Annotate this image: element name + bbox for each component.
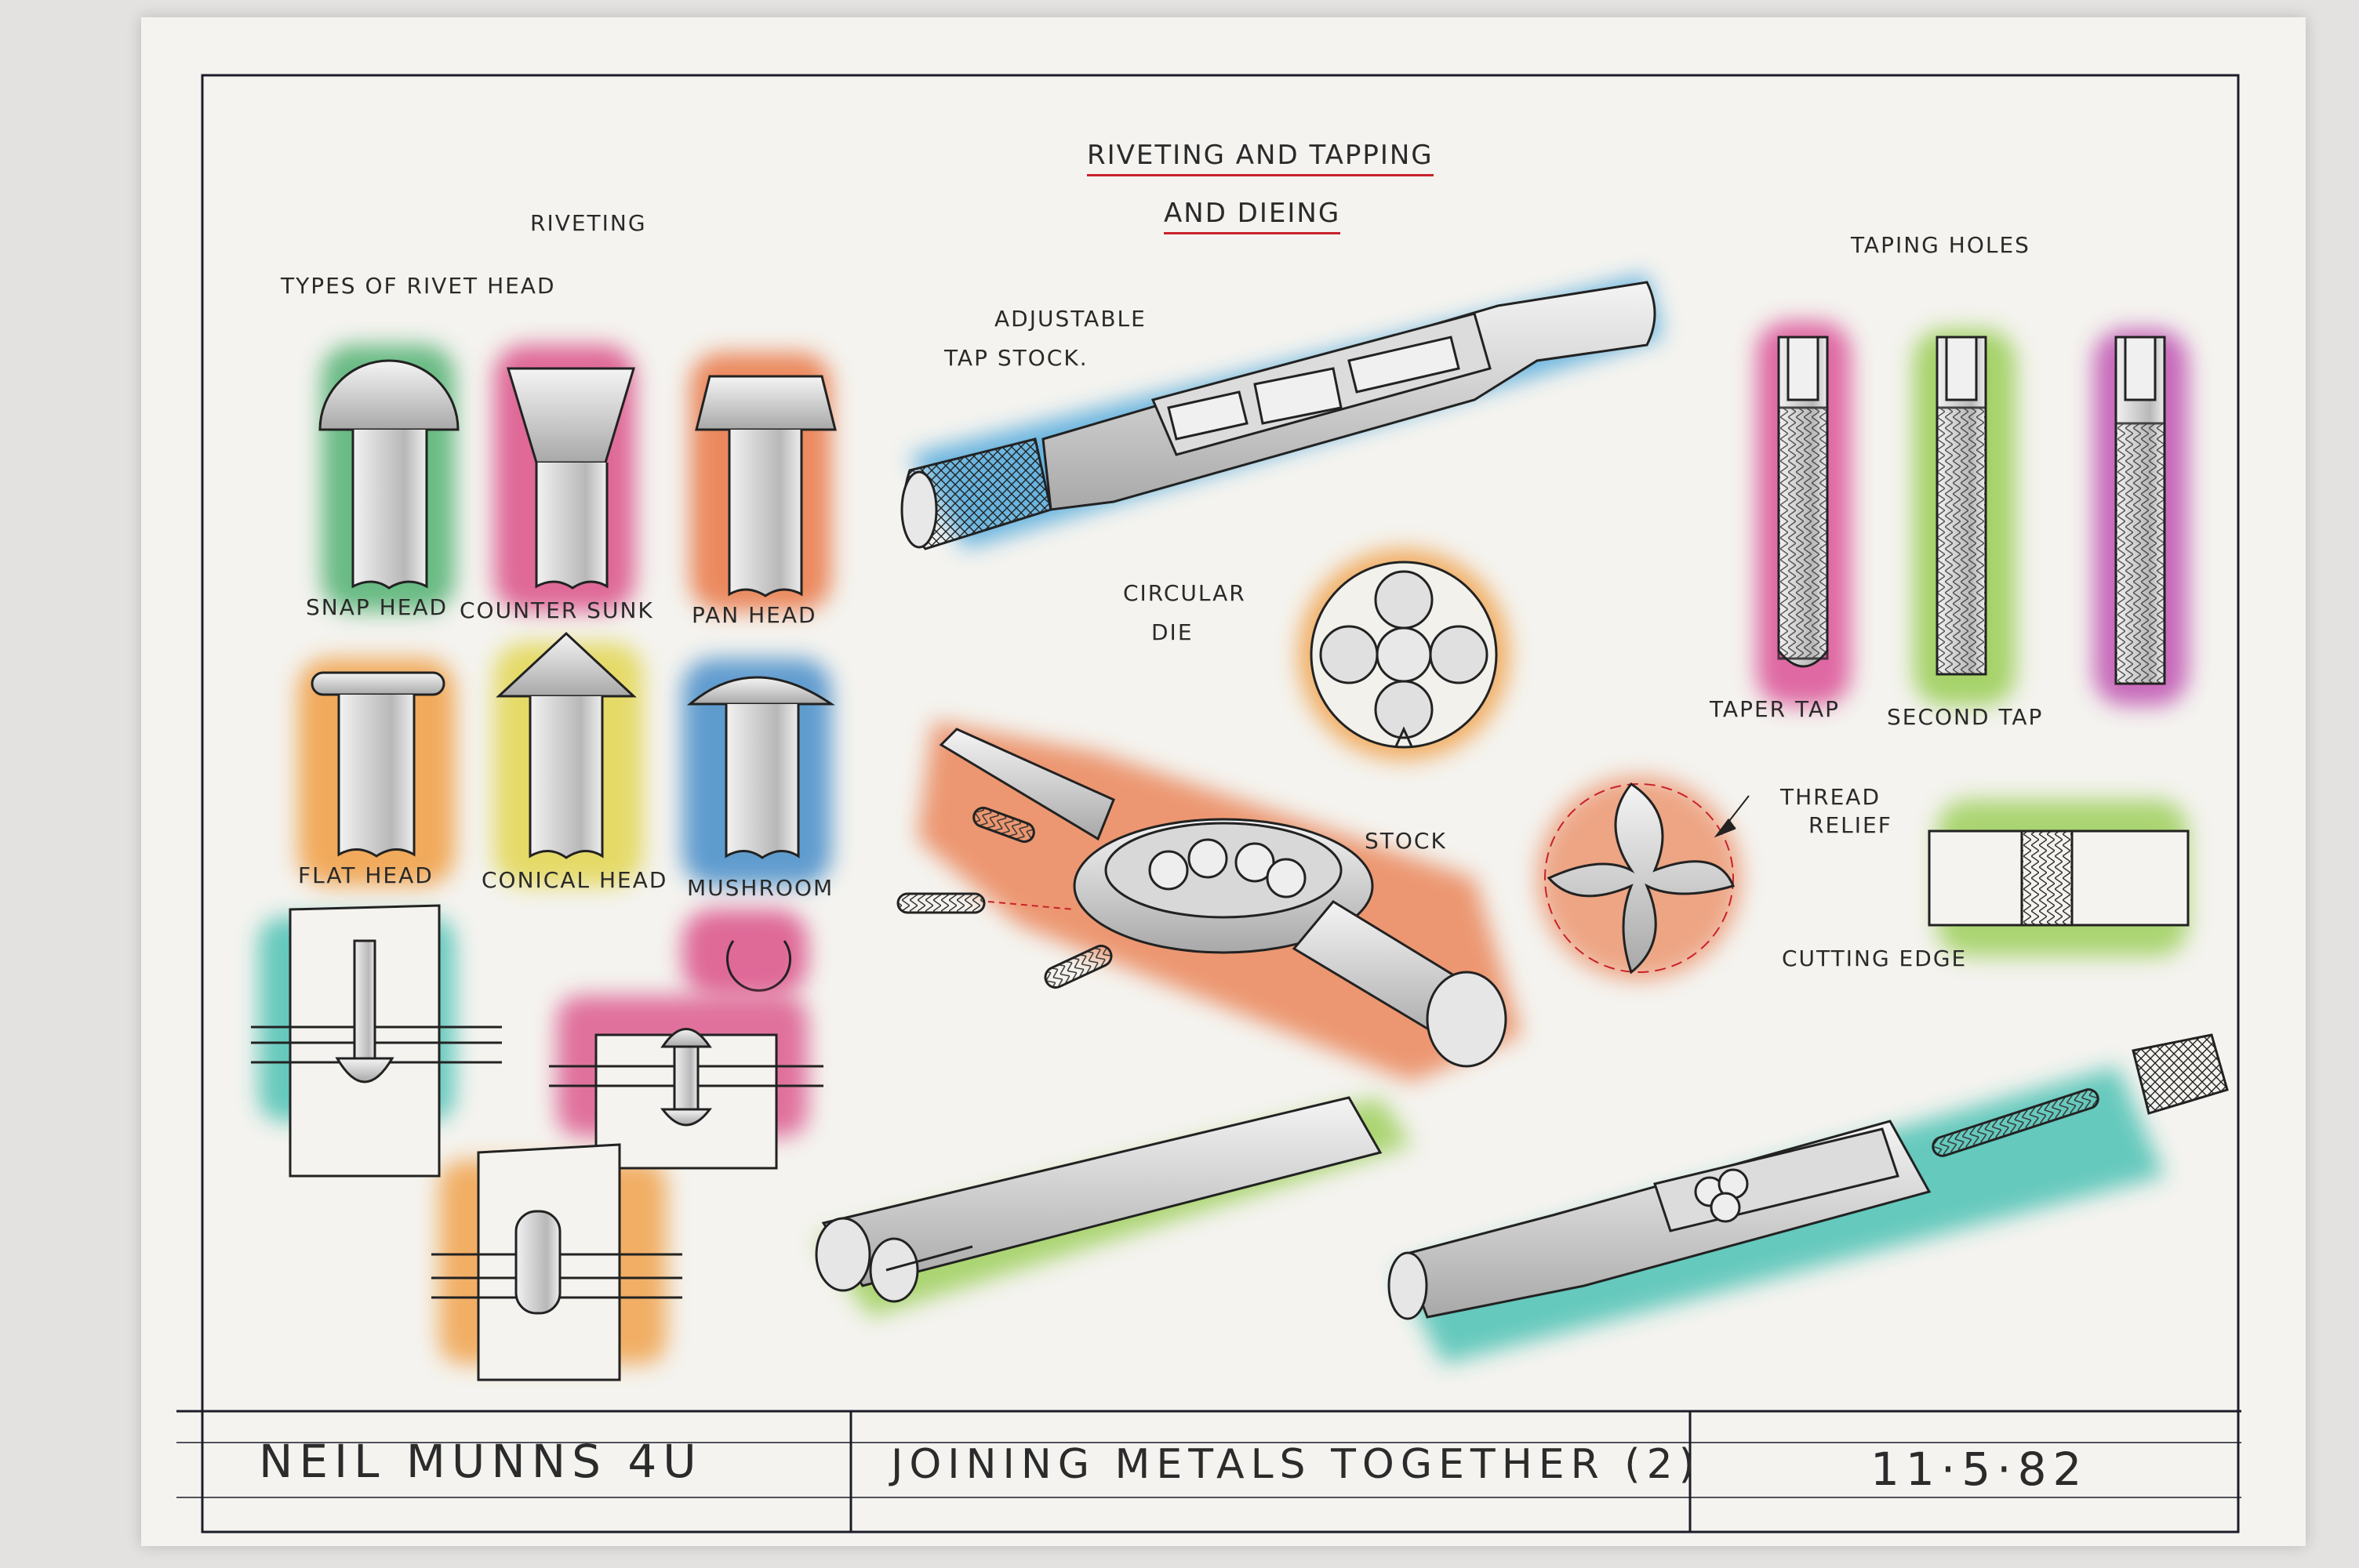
rivet-label-flat-head: FLAT HEAD [298,862,434,888]
die-stock-2 [1387,1033,2229,1320]
rivet-types-heading: TYPES OF RIVET HEAD [281,273,556,299]
adjustable-tap-stock-label-1: ADJUSTABLE [994,306,1147,332]
thread-relief-label-1: THREAD [1780,784,1881,810]
die-stock [896,728,1507,1068]
countersunk-rivet [506,367,636,590]
mushroom-rivet [686,676,835,992]
snap-head-rivet [318,359,460,590]
rivet-label-countersunk: COUNTER SUNK [460,597,654,623]
tap-cross-section [1544,782,1750,975]
rivet-label-pan-head: PAN HEAD [692,602,817,628]
conical-head-rivet [496,631,637,859]
riveted-joints [251,904,823,1381]
thread-relief-label-2: RELIEF [1808,812,1892,838]
adjustable-tap-stock-label-2: TAP STOCK. [944,345,1089,371]
circular-die [1310,561,1498,749]
circular-die-label-2: DIE [1151,619,1194,645]
taps [1777,336,2166,685]
tap-label-taper: TAPER TAP [1710,696,1840,722]
sheet-title-line2: AND DIEING [1164,198,1341,234]
cutting-edge-label: CUTTING EDGE [1782,946,1968,971]
rivet-label-mushroom: MUSHROOM [687,875,834,901]
riveting-heading: RIVETING [530,210,647,236]
title-block-name: NEIL MUNNS 4U [259,1435,703,1488]
threaded-hole [1928,829,2190,927]
die-holder [815,1096,1383,1303]
rivet-label-conical-head: CONICAL HEAD [482,867,668,893]
title-block-date: 11·5·82 [1870,1443,2088,1496]
stock-label: STOCK [1365,828,1447,854]
adjustable-tap-stock [900,281,1656,550]
rivet-label-snap-head: SNAP HEAD [306,594,449,620]
flat-head-rivet [311,671,445,858]
circular-die-label-1: CIRCULAR [1123,580,1246,606]
drawing-border [176,74,2241,1534]
sheet-title-line1: RIVETING AND TAPPING [1087,140,1434,176]
pan-head-rivet [695,375,837,597]
tapping-holes-heading: TAPING HOLES [1851,232,2030,258]
title-block-title: JOINING METALS TOGETHER (2) [891,1441,1701,1488]
tap-label-second: SECOND TAP [1887,704,2044,730]
